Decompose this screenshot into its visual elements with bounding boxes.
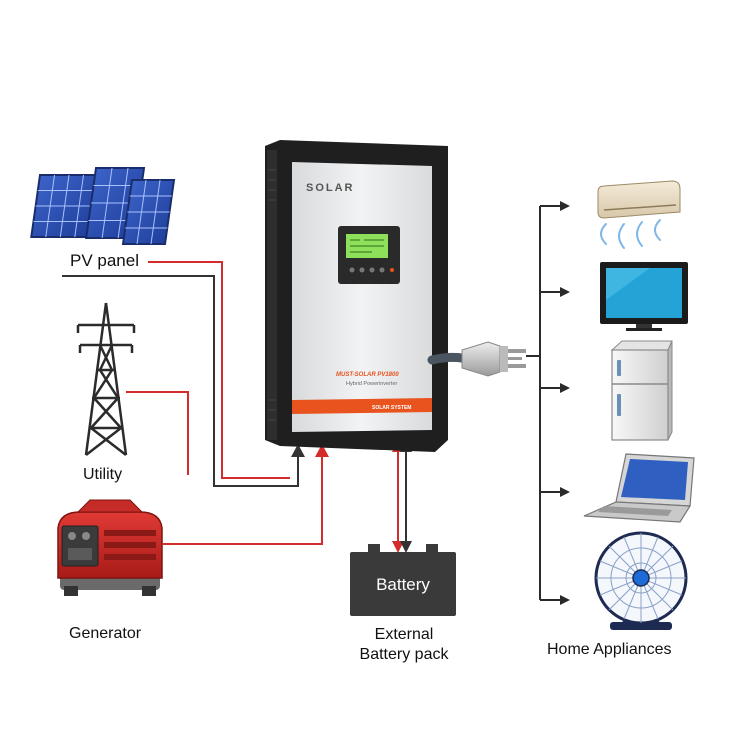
utility-tower-icon (76, 302, 136, 456)
utility-wire (126, 391, 189, 475)
television-icon (600, 262, 688, 331)
inverter-brand: SOLAR (306, 182, 355, 194)
home-appliances-label: Home Appliances (547, 641, 672, 658)
refrigerator-icon (610, 340, 673, 441)
fan-icon (594, 531, 688, 630)
generator-wire (162, 452, 323, 545)
pv-panel-icon (30, 167, 176, 245)
inverter-band-text: SOLAR SYSTEM (372, 405, 411, 411)
pv-panel-label: PV panel (70, 251, 139, 270)
battery-label: Battery (376, 575, 430, 594)
ac-plug-icon (427, 341, 526, 377)
external-battery-label: External Battery pack (360, 625, 449, 665)
battery-icon: Battery (350, 544, 456, 616)
hybrid-inverter: SOLAR MUST-SOLAR PV1800 Hybrid Powerinve… (265, 140, 448, 452)
inverter-subtitle: Hybrid Powerinverter (346, 381, 398, 387)
air-conditioner-icon (597, 180, 681, 249)
external-battery-line1: External (374, 626, 434, 643)
generator-label: Generator (69, 625, 142, 642)
battery-wires (392, 440, 412, 553)
utility-label: Utility (83, 466, 123, 483)
laptop-icon (583, 453, 695, 523)
inverter-model: MUST-SOLAR PV1800 (336, 372, 399, 378)
orange-band (292, 398, 432, 414)
external-battery-line2: Battery pack (359, 646, 449, 663)
pv-wires (62, 261, 299, 487)
appliance-bus (526, 201, 570, 605)
pv-input-arrow (291, 444, 305, 457)
generator-icon (57, 499, 163, 596)
generator-input-arrow (315, 444, 329, 457)
